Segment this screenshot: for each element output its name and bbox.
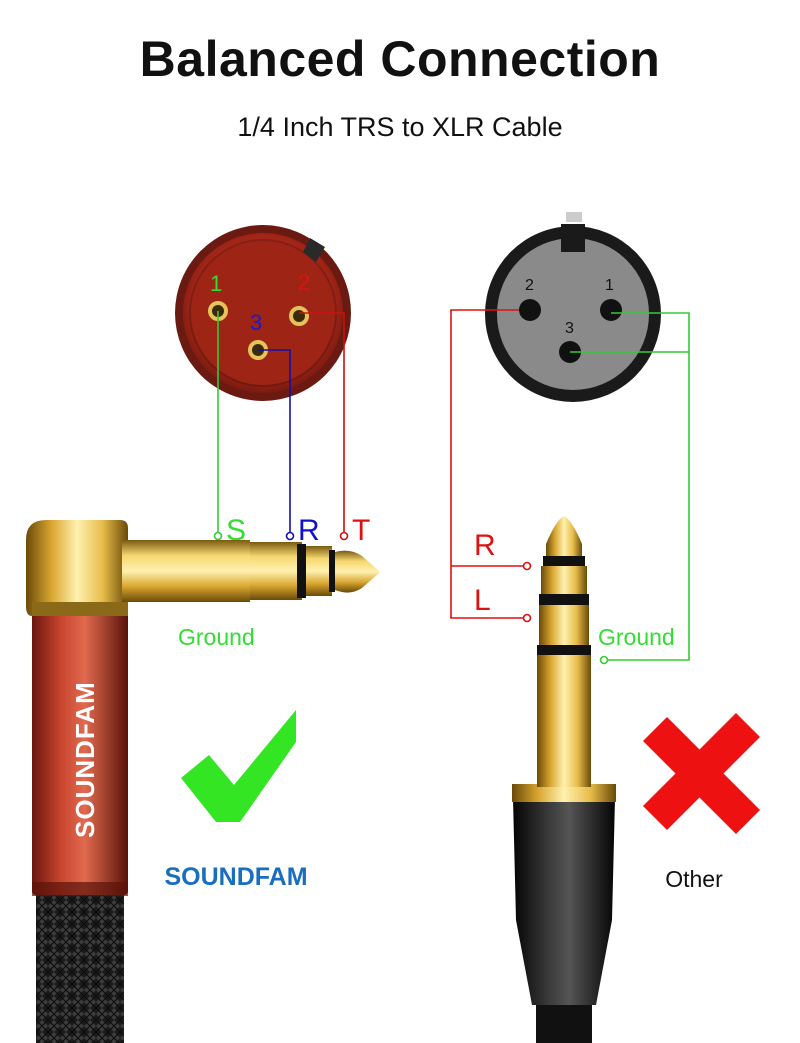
right-xlr-pin-2-label: 2 — [525, 277, 534, 294]
right-wire-red — [450, 309, 524, 619]
right-ground-label: Ground — [598, 624, 675, 650]
left-red-sleeve — [32, 610, 128, 895]
page-subtitle: 1/4 Inch TRS to XLR Cable — [237, 112, 563, 142]
left-ground-label: Ground — [178, 624, 255, 650]
page-title: Balanced Connection — [139, 31, 661, 87]
right-xlr-pin-1-label: 1 — [605, 277, 614, 294]
left-xlr-pin-3-label: 3 — [250, 310, 262, 335]
left-xlr-pin-2-label: 2 — [298, 270, 310, 295]
right-xlr-pin-3-label: 3 — [565, 320, 574, 337]
left-cable-brand-text: SOUNDFAM — [70, 681, 100, 838]
right-xlr-pin-2 — [519, 299, 541, 321]
right-xlr-pin-1 — [600, 299, 622, 321]
right-wires — [450, 309, 690, 661]
right-trs-plug — [512, 516, 616, 1043]
left-wires — [217, 311, 345, 533]
left-trs-label-tip: T — [352, 514, 370, 547]
left-wire-endpoints — [213, 531, 349, 541]
brand-caption: SOUNDFAM — [164, 863, 307, 891]
left-braided-cable — [36, 890, 124, 1043]
left-xlr-pin-2 — [289, 306, 309, 326]
right-wire-endpoints — [522, 561, 609, 665]
right-trs-label-left: L — [474, 584, 491, 617]
left-trs-plug: SOUNDFAM — [26, 520, 380, 1043]
right-trs-label-right: R — [474, 529, 496, 562]
check-mark-icon — [181, 710, 296, 822]
other-caption: Other — [665, 866, 723, 892]
left-xlr-connector: 1 2 3 — [175, 225, 351, 401]
right-xlr-connector: 2 1 3 — [485, 212, 661, 402]
left-wire-tip — [299, 312, 345, 533]
left-xlr-pin-1-label: 1 — [210, 271, 222, 296]
cross-mark-icon — [643, 713, 760, 834]
right-wire-green — [570, 312, 690, 661]
left-trs-label-ring: R — [298, 514, 320, 547]
left-trs-label-sleeve: S — [226, 514, 246, 547]
left-wire-ring — [258, 349, 291, 533]
